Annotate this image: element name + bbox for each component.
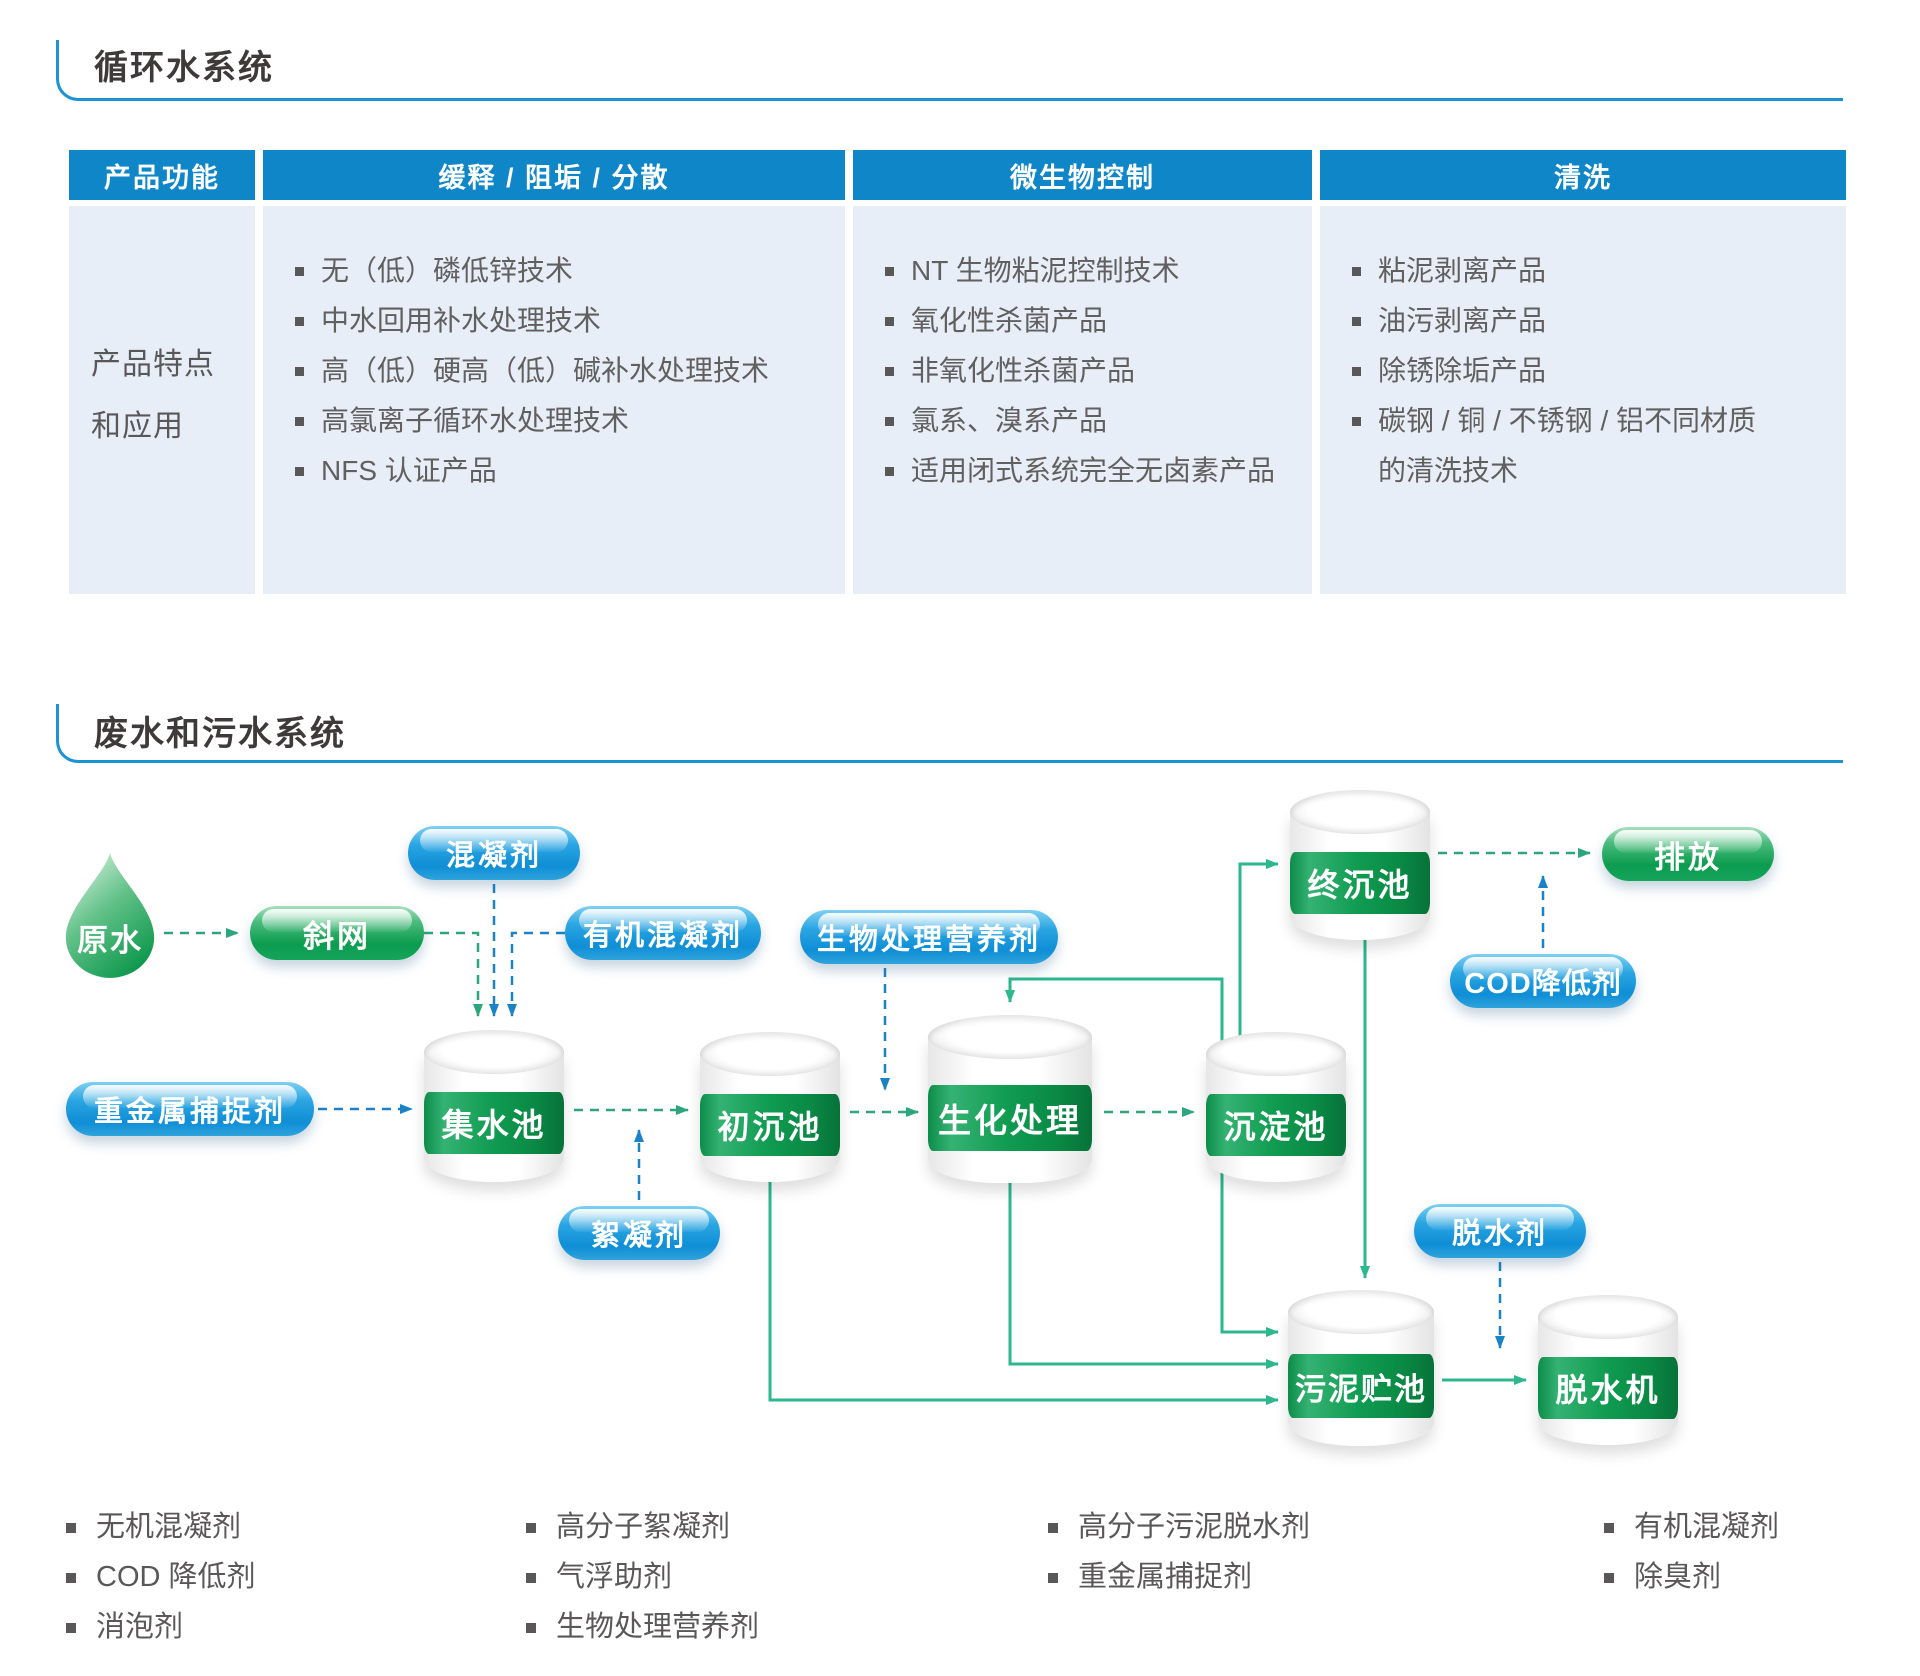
node-label: 排放	[1654, 839, 1722, 875]
node-label: 生物处理营养剂	[816, 924, 1041, 956]
pill-heavy-metal-catcher: 重金属捕捉剂	[66, 1082, 314, 1136]
list-item: NFS 认证产品	[289, 446, 845, 496]
list-item: 高氯离子循环水处理技术	[289, 396, 845, 446]
list-item: 氯系、溴系产品	[879, 396, 1312, 446]
node-label: COD降低剂	[1464, 968, 1622, 1000]
node-label: 初沉池	[717, 1109, 823, 1145]
legend-item: 消泡剂	[62, 1602, 256, 1652]
row-label-line2: 和应用	[91, 410, 184, 443]
list-item-continuation: 的清洗技术	[1378, 455, 1519, 486]
tank-sedimentation: 沉淀池	[1206, 1032, 1346, 1182]
node-label: 终沉池	[1307, 867, 1413, 903]
table-header-cleaning: 清洗	[1320, 150, 1846, 200]
legend-item: 高分子絮凝剂	[522, 1502, 759, 1552]
section1-title: 循环水系统	[94, 49, 274, 87]
node-label: 混凝剂	[445, 840, 542, 872]
tank-collection: 集水池	[424, 1030, 564, 1182]
tank-dewatering-machine: 脱水机	[1538, 1295, 1678, 1445]
legend-column-4: 有机混凝剂 除臭剂	[1600, 1502, 1779, 1602]
pill-screen: 斜网	[250, 906, 424, 960]
row-label-line1: 产品特点	[91, 348, 215, 381]
node-label: 重金属捕捉剂	[93, 1096, 286, 1128]
node-label: 脱水剂	[1451, 1218, 1548, 1250]
list-item: NT 生物粘泥控制技术	[879, 246, 1312, 296]
droplet-shape	[65, 853, 155, 978]
tank-primary: 初沉池	[700, 1032, 840, 1182]
table-cell-microbial: NT 生物粘泥控制技术 氧化性杀菌产品 非氧化性杀菌产品 氯系、溴系产品 适用闭…	[853, 206, 1312, 594]
node-label: 生化处理	[938, 1102, 1082, 1139]
legend-item: 高分子污泥脱水剂	[1044, 1502, 1310, 1552]
line-primary-to-sludge	[768, 1182, 1279, 1405]
node-label: 絮凝剂	[590, 1220, 687, 1252]
line-bio-to-sludge	[1008, 1183, 1279, 1369]
pill-organic-coagulant: 有机混凝剂	[565, 906, 761, 960]
pill-coagulant: 混凝剂	[408, 826, 580, 880]
pill-dewatering-agent: 脱水剂	[1414, 1204, 1586, 1258]
pill-cod-reducer: COD降低剂	[1450, 954, 1636, 1008]
list-item: 油污剥离产品	[1346, 296, 1846, 346]
list-item: 除锈除垢产品	[1346, 346, 1846, 396]
node-label: 污泥贮池	[1295, 1371, 1427, 1407]
pill-bio-nutrient: 生物处理营养剂	[800, 910, 1058, 964]
bullet-list-cleaning: 粘泥剥离产品 油污剥离产品 除锈除垢产品 碳钢 / 铜 / 不锈钢 / 铝不同材…	[1320, 206, 1846, 496]
product-table: 产品功能 缓释 / 阻垢 / 分散 微生物控制 清洗 产品特点 和应用 无（低）…	[69, 150, 1846, 594]
legend-column-2: 高分子絮凝剂 气浮助剂 生物处理营养剂	[522, 1502, 759, 1652]
tank-bio-treatment: 生化处理	[928, 1015, 1092, 1183]
list-item: 中水回用补水处理技术	[289, 296, 845, 346]
legend-column-1: 无机混凝剂 COD 降低剂 消泡剂	[62, 1502, 256, 1652]
bullet-list-inhibit: 无（低）磷低锌技术 中水回用补水处理技术 高（低）硬高（低）碱补水处理技术 高氯…	[263, 206, 845, 496]
list-item: 高（低）硬高（低）碱补水处理技术	[289, 346, 845, 396]
node-label: 有机混凝剂	[582, 920, 743, 952]
legend-item: 气浮助剂	[522, 1552, 759, 1602]
table-header-function: 产品功能	[69, 150, 255, 200]
legend-item: 有机混凝剂	[1600, 1502, 1779, 1552]
bullet-list-microbial: NT 生物粘泥控制技术 氧化性杀菌产品 非氧化性杀菌产品 氯系、溴系产品 适用闭…	[853, 206, 1312, 496]
node-label: 沉淀池	[1223, 1109, 1329, 1145]
list-item: 氧化性杀菌产品	[879, 296, 1312, 346]
pill-flocculant: 絮凝剂	[558, 1206, 720, 1260]
table-header-microbial: 微生物控制	[853, 150, 1312, 200]
list-item: 碳钢 / 铜 / 不锈钢 / 铝不同材质	[1346, 396, 1846, 446]
tank-sludge: 污泥贮池	[1288, 1290, 1434, 1446]
table-cell-cleaning: 粘泥剥离产品 油污剥离产品 除锈除垢产品 碳钢 / 铜 / 不锈钢 / 铝不同材…	[1320, 206, 1846, 594]
list-item: 非氧化性杀菌产品	[879, 346, 1312, 396]
line-sedimentation-to-final	[1238, 859, 1279, 1040]
table-cell-inhibit: 无（低）磷低锌技术 中水回用补水处理技术 高（低）硬高（低）碱补水处理技术 高氯…	[263, 206, 845, 594]
legend-item: 无机混凝剂	[62, 1502, 256, 1552]
node-label: 原水	[77, 923, 143, 958]
section1-rule	[56, 40, 1843, 101]
tank-final: 终沉池	[1290, 790, 1430, 940]
table-row-label: 产品特点 和应用	[69, 206, 255, 594]
arrow-organic-coagulant-down	[507, 931, 565, 1017]
pill-discharge: 排放	[1602, 827, 1774, 881]
list-item: 粘泥剥离产品	[1346, 246, 1846, 296]
legend-column-3: 高分子污泥脱水剂 重金属捕捉剂	[1044, 1502, 1310, 1602]
legend-item: COD 降低剂	[62, 1552, 256, 1602]
list-item: 适用闭式系统完全无卤素产品	[879, 446, 1312, 496]
node-label: 脱水机	[1555, 1372, 1661, 1408]
node-label: 斜网	[303, 918, 371, 954]
table-header-inhibit: 缓释 / 阻垢 / 分散	[263, 150, 845, 200]
legend-item: 生物处理营养剂	[522, 1602, 759, 1652]
arrow-screen-to-collection	[424, 931, 483, 1017]
section2-rule	[56, 704, 1843, 763]
line-sedimentation-to-sludge	[1220, 1184, 1279, 1337]
node-label: 集水池	[441, 1107, 547, 1143]
legend-item: 重金属捕捉剂	[1044, 1552, 1310, 1602]
legend-item: 除臭剂	[1600, 1552, 1779, 1602]
raw-water-droplet: 原水	[62, 850, 158, 980]
section2-title: 废水和污水系统	[94, 715, 346, 753]
list-item: 无（低）磷低锌技术	[289, 246, 845, 296]
